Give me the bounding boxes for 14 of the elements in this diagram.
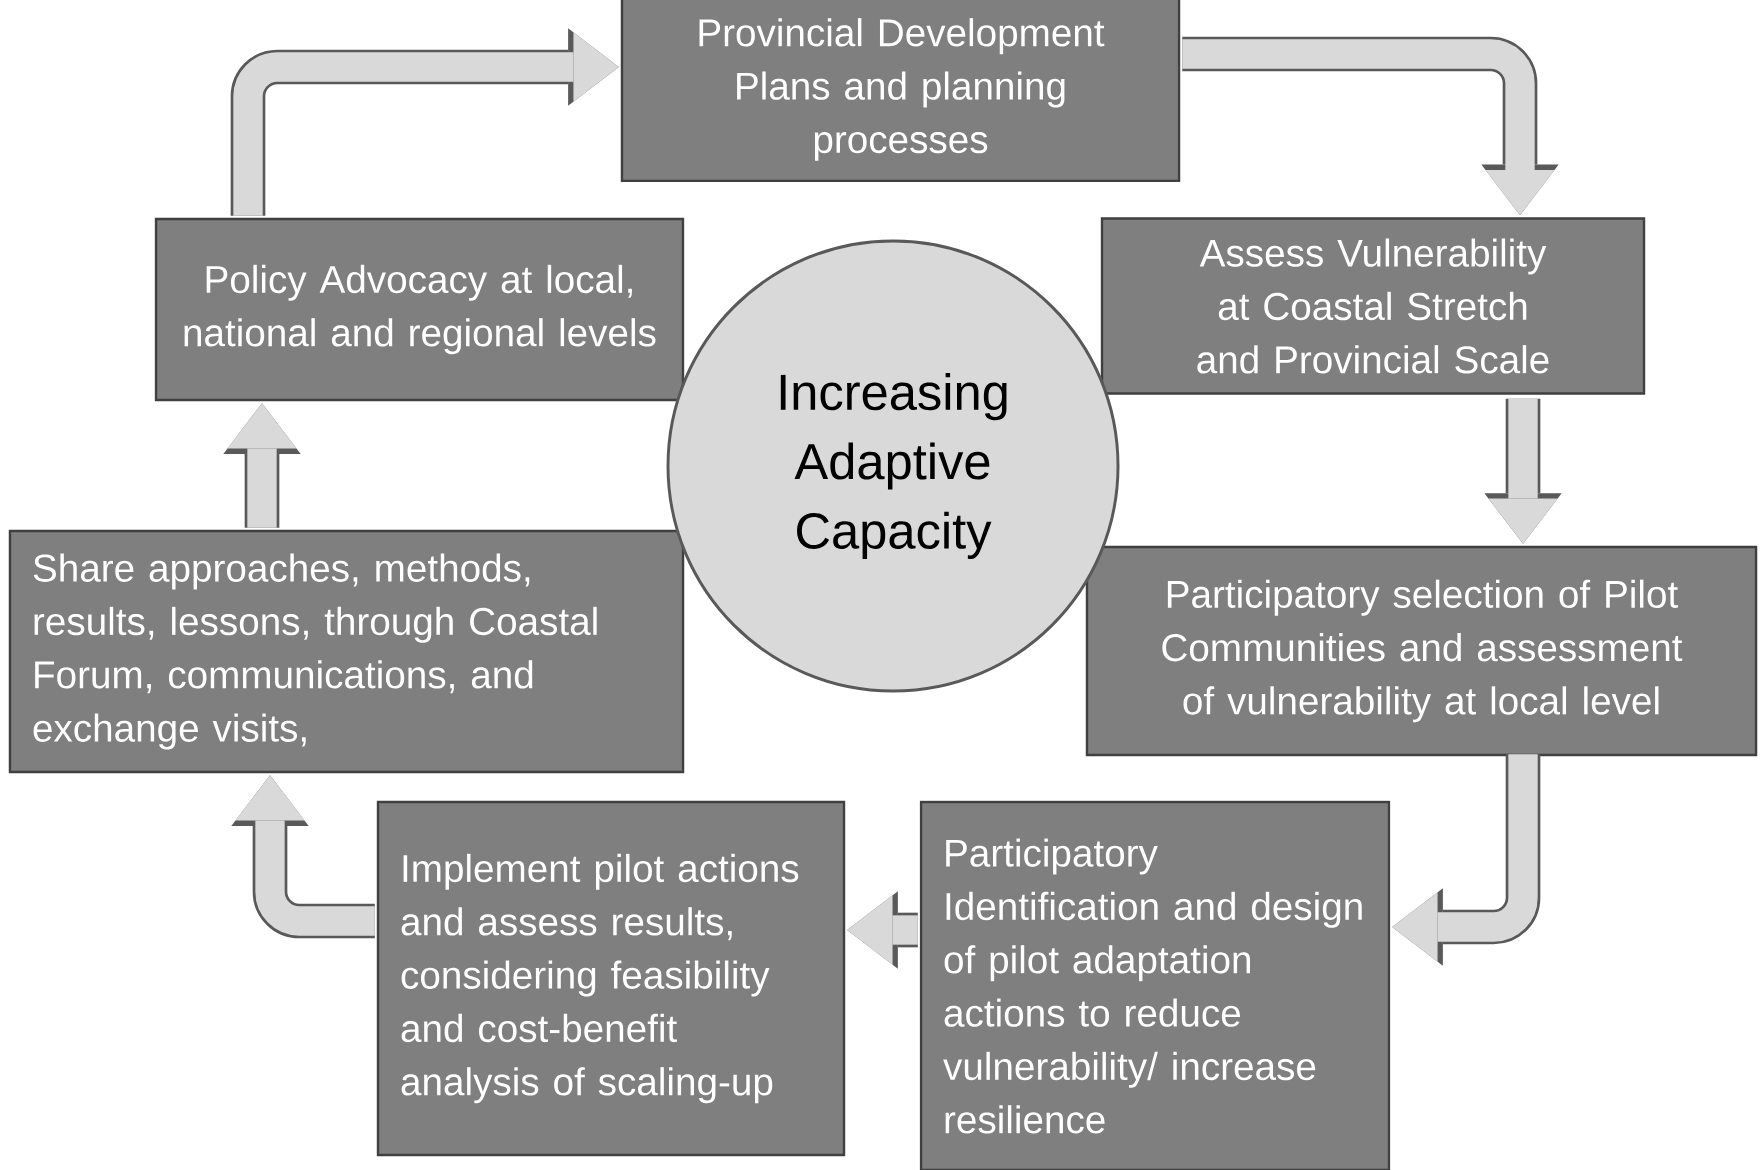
block-arrow	[1392, 754, 1541, 966]
block-arrow	[847, 891, 918, 969]
process-box: Participatory Identification and design of pilot adaptation actions to reduce vulnerability/ increase resilience	[919, 800, 1391, 1170]
process-box: Policy Advocacy at local, national and regional levels	[154, 217, 685, 402]
block-arrow	[1182, 36, 1559, 216]
block-arrow	[230, 28, 619, 216]
block-arrow	[1484, 398, 1562, 544]
process-box: Implement pilot actions and assess results, considering feasibility and cost-benefit analysis of scaling-up	[376, 800, 846, 1157]
block-arrow	[231, 775, 375, 939]
block-arrow	[223, 403, 301, 528]
process-box: Participatory selection of Pilot Communities and assessment of vulnerability at local level	[1085, 545, 1758, 757]
process-box: Share approaches, methods, results, lessons, through Coastal Forum, communications, and exchange visits,	[8, 529, 685, 774]
process-box: Provincial Development Plans and planning processes	[620, 0, 1181, 183]
process-box: Assess Vulnerability at Coastal Stretch and Provincial Scale	[1100, 217, 1646, 395]
